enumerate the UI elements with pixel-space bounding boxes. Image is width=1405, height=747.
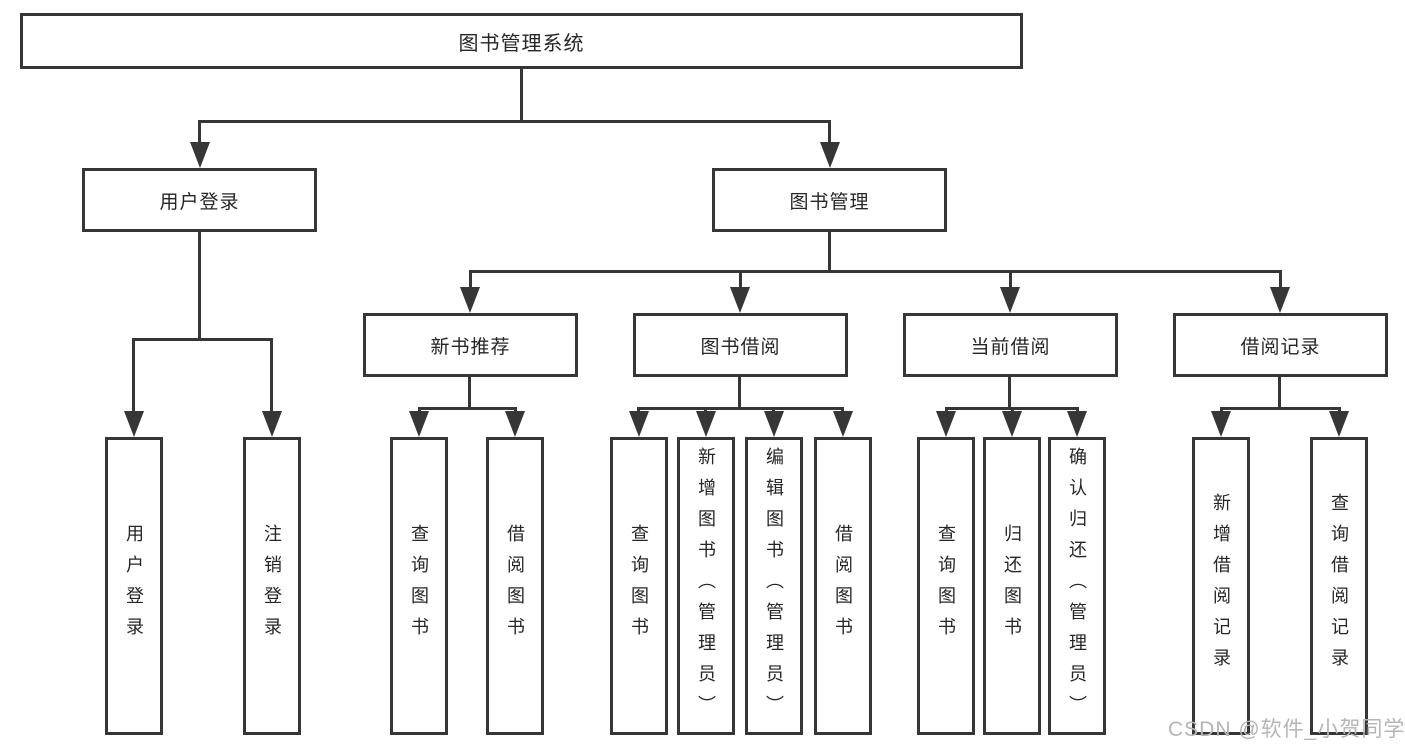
arrow-down-icon [124,411,144,437]
leaf-query-books-current: 查询图书 [917,437,975,735]
arrow-down-icon [696,411,716,437]
node-book-borrowing-label: 图书借阅 [700,336,781,358]
arrow-down-icon [1211,411,1231,437]
leaf-logout-label: 注销登录 [262,524,282,648]
leaf-borrow-books-recommend: 借阅图书 [486,437,544,735]
node-new-book-recommend-label: 新书推荐 [430,336,511,358]
arrow-down-icon [629,411,649,437]
arrow-down-icon [1067,411,1087,437]
arrow-down-icon [764,411,784,437]
node-user-login-label: 用户登录 [159,191,240,213]
node-user-login: 用户登录 [82,168,317,232]
arrow-down-icon [409,411,429,437]
leaf-borrow-books-borrowing-label: 借阅图书 [833,524,853,648]
node-borrowing-records-label: 借阅记录 [1240,336,1321,358]
arrow-down-icon [1329,411,1349,437]
leaf-confirm-return-admin-label: 确认归还（管理员） [1067,446,1087,726]
arrow-down-icon [190,142,210,168]
connector-line [199,120,830,123]
connector-line [133,338,273,341]
leaf-return-books: 归还图书 [983,437,1041,735]
node-borrowing-records: 借阅记录 [1173,313,1388,377]
leaf-query-books-recommend: 查询图书 [390,437,448,735]
connector-line [1220,407,1340,410]
leaf-query-borrow-record: 查询借阅记录 [1310,437,1368,735]
node-book-management-label: 图书管理 [789,191,870,213]
leaf-edit-books-admin: 编辑图书（管理员） [745,437,803,735]
connector-line [198,120,201,146]
leaf-query-borrow-record-label: 查询借阅记录 [1329,493,1349,679]
arrow-down-icon [505,411,525,437]
watermark: CSDN @软件_小贺同学 [1168,718,1405,741]
arrow-down-icon [1002,411,1022,437]
connector-line [270,338,273,414]
leaf-edit-books-admin-label: 编辑图书（管理员） [764,446,784,726]
arrow-down-icon [262,411,282,437]
connector-line [1278,377,1281,410]
leaf-query-books-borrowing: 查询图书 [610,437,668,735]
connector-line [520,69,523,123]
leaf-user-login-label: 用户登录 [124,524,144,648]
node-book-management: 图书管理 [712,168,947,232]
arrow-down-icon [936,411,956,437]
connector-line [1009,270,1012,290]
node-root-label: 图书管理系统 [458,32,585,55]
leaf-add-borrow-record-label: 新增借阅记录 [1211,493,1231,679]
node-current-borrowing: 当前借阅 [903,313,1118,377]
connector-line [828,120,831,146]
connector-line [637,407,844,410]
node-root: 图书管理系统 [20,13,1023,69]
arrow-down-icon [820,142,840,168]
leaf-return-books-label: 归还图书 [1002,524,1022,648]
connector-line [828,232,831,273]
connector-line [1279,270,1282,290]
arrow-down-icon [1000,287,1020,313]
connector-line [738,377,741,410]
connector-line [132,338,135,414]
node-book-borrowing: 图书借阅 [633,313,848,377]
arrow-down-icon [833,411,853,437]
connector-line [418,407,516,410]
connector-line [469,270,1281,273]
arrow-down-icon [730,287,750,313]
leaf-add-books-admin-label: 新增图书（管理员） [696,446,716,726]
leaf-query-books-current-label: 查询图书 [936,524,956,648]
arrow-down-icon [1270,287,1290,313]
leaf-confirm-return-admin: 确认归还（管理员） [1048,437,1106,735]
leaf-query-books-borrowing-label: 查询图书 [629,524,649,648]
connector-line [468,377,471,410]
connector-line [1008,377,1011,410]
leaf-user-login: 用户登录 [105,437,163,735]
leaf-add-borrow-record: 新增借阅记录 [1192,437,1250,735]
leaf-query-books-recommend-label: 查询图书 [409,524,429,648]
arrow-down-icon [460,287,480,313]
connector-line [469,270,472,290]
node-new-book-recommend: 新书推荐 [363,313,578,377]
connector-line [739,270,742,290]
connector-line [198,232,201,341]
leaf-logout: 注销登录 [243,437,301,735]
leaf-borrow-books-borrowing: 借阅图书 [814,437,872,735]
node-current-borrowing-label: 当前借阅 [970,336,1051,358]
leaf-add-books-admin: 新增图书（管理员） [677,437,735,735]
leaf-borrow-books-recommend-label: 借阅图书 [505,524,525,648]
